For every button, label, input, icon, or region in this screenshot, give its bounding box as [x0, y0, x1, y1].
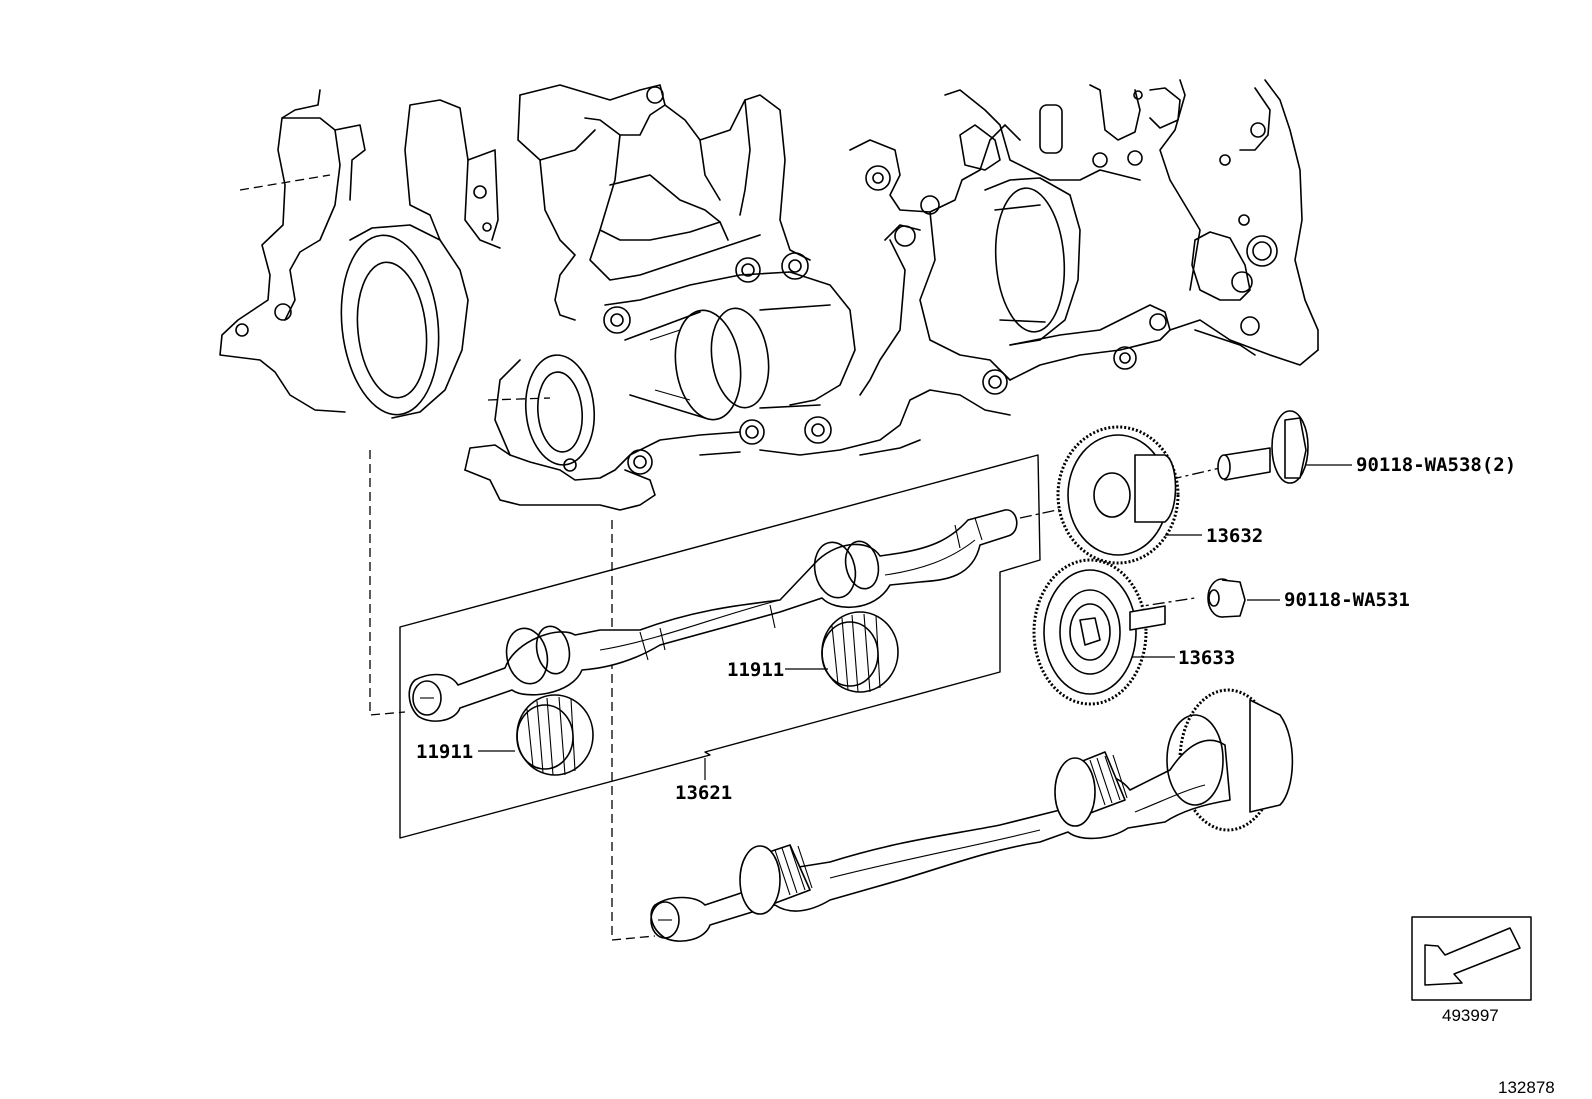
balancer-drive-gear [1032, 558, 1166, 706]
needle-bearing-upper [821, 611, 899, 693]
label-bearing-b[interactable]: 11911 [416, 741, 473, 763]
front-arrow-icon [1411, 916, 1532, 1001]
needle-bearing-lower [516, 694, 594, 776]
label-bolt-lower[interactable]: 90118-WA531 [1284, 589, 1410, 611]
label-balancer-gear[interactable]: 13633 [1178, 647, 1235, 669]
part-labels: 90118-WA538(2) 13632 90118-WA531 13633 1… [416, 454, 1516, 804]
illustration-number: 132878 [1498, 1078, 1555, 1097]
label-idler-gear[interactable]: 13632 [1206, 525, 1263, 547]
balance-shaft-lower [650, 688, 1294, 942]
label-shaft-set[interactable]: 13621 [675, 782, 732, 804]
shaft-kit-outline [399, 454, 1041, 839]
label-bearing-a[interactable]: 11911 [727, 659, 784, 681]
engine-block-illustration [219, 79, 1319, 511]
balance-shaft-upper [408, 509, 1018, 722]
bolt-lower [1207, 578, 1246, 618]
label-bolt-upper[interactable]: 90118-WA538(2) [1356, 454, 1516, 476]
bolt-upper [1217, 410, 1309, 484]
reference-code: 493997 [1442, 1006, 1499, 1025]
leader-lines [478, 464, 1352, 780]
idler-gear [1056, 425, 1180, 565]
